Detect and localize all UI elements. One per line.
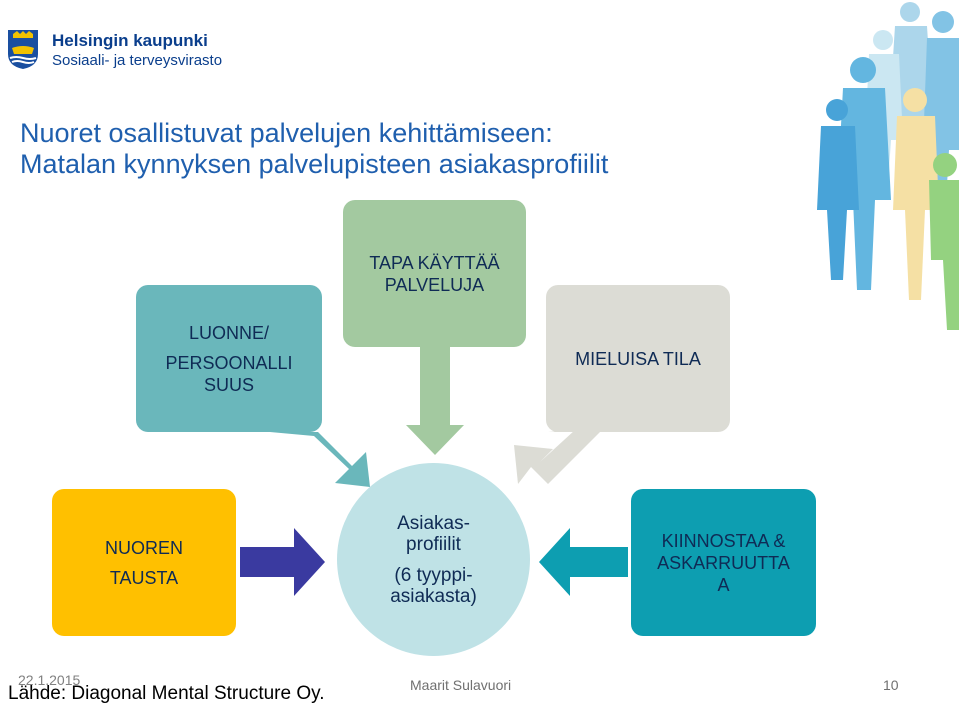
service-use-box: TAPA KÄYTTÄÄ PALVELUJA	[343, 200, 526, 347]
city-logo: Helsingin kaupunki Sosiaali- ja terveysv…	[6, 28, 246, 76]
footer-date: 22.1.2015	[18, 672, 81, 688]
helsinki-crest-icon	[8, 30, 38, 69]
arrow-personality-to-center	[270, 432, 370, 487]
personality-line-2: PERSOONALLI	[165, 352, 293, 373]
slide-title: Nuoret osallistuvat palvelujen kehittämi…	[20, 118, 800, 180]
center-line-1: Asiakas-	[397, 512, 470, 534]
arrow-background-to-center	[240, 528, 325, 596]
center-line-3: (6 tyyppi-	[394, 564, 473, 586]
arrow-service-to-center	[406, 347, 464, 455]
footer-author: Maarit Sulavuori	[410, 677, 512, 693]
background-line-2: TAUSTA	[109, 567, 179, 588]
favorite-space-line-1: MIELUISA TILA	[575, 348, 701, 369]
page-number: 10	[883, 677, 899, 693]
personality-line-1: LUONNE/	[188, 322, 269, 343]
client-profiles-circle: Asiakas- profiilit (6 tyyppi- asiakasta)	[337, 463, 530, 656]
center-line-4: asiakasta)	[390, 585, 477, 607]
personality-box: LUONNE/ PERSOONALLI SUUS	[136, 285, 322, 432]
title-line-2: Matalan kynnyksen palvelupisteen asiakas…	[20, 149, 609, 179]
personality-line-3: SUUS	[203, 374, 254, 395]
arrow-interests-to-center	[539, 528, 628, 596]
arrow-space-to-center	[514, 430, 600, 484]
center-line-2: profiilit	[406, 533, 461, 555]
interests-line-3: A	[717, 574, 730, 595]
background-box: NUOREN TAUSTA	[52, 489, 236, 636]
service-use-line-2: PALVELUJA	[384, 274, 485, 295]
org-name: Helsingin kaupunki	[52, 31, 208, 50]
footer-source: Lähde: Diagonal Mental Structure Oy.	[8, 683, 325, 704]
department-name: Sosiaali- ja terveysvirasto	[52, 52, 223, 69]
background-line-1: NUOREN	[104, 537, 183, 558]
title-line-1: Nuoret osallistuvat palvelujen kehittämi…	[20, 118, 553, 148]
favorite-space-box: MIELUISA TILA	[546, 285, 730, 432]
interests-line-1: KIINNOSTAA &	[661, 530, 786, 551]
service-use-line-1: TAPA KÄYTTÄÄ	[369, 252, 500, 273]
people-illustration	[817, 2, 959, 330]
interests-line-2: ASKARRUUTTA	[657, 552, 790, 573]
interests-box: KIINNOSTAA & ASKARRUUTTA A	[631, 489, 816, 636]
